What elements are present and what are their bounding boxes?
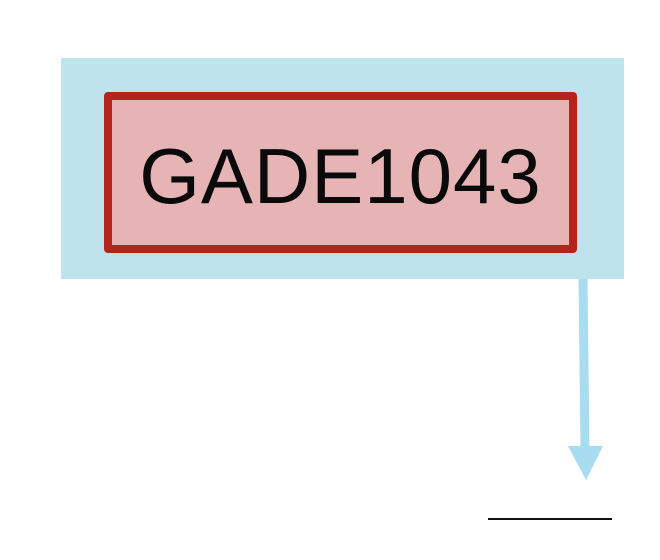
code-label: GADE1043 [139, 131, 542, 220]
arrow-head-icon [568, 446, 603, 480]
arrow-shaft [578, 278, 590, 451]
code-label-box: GADE1043 [104, 92, 577, 253]
answer-blank-line [488, 518, 612, 520]
